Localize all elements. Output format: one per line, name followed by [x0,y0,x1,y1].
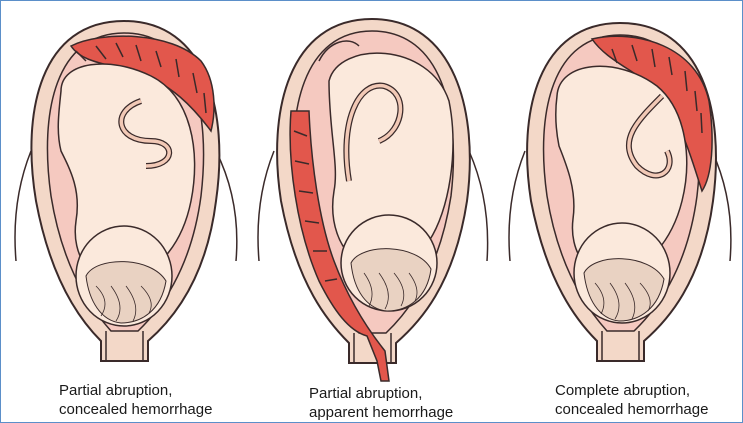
panel-complete-concealed: Complete abruption, concealed hemorrhage [497,1,743,423]
caption-line-1: Complete abruption, [555,381,743,400]
caption-line-2: concealed hemorrhage [555,400,743,419]
uterus-illustration-2 [249,1,496,391]
caption-panel-3: Complete abruption, concealed hemorrhage [555,381,743,419]
panel-partial-apparent: Partial abruption, apparent hemorrhage [249,1,496,423]
panel-partial-concealed: Partial abruption, concealed hemorrhage [1,1,248,423]
uterus-illustration-3 [497,1,743,381]
uterus-illustration-1 [1,1,248,381]
